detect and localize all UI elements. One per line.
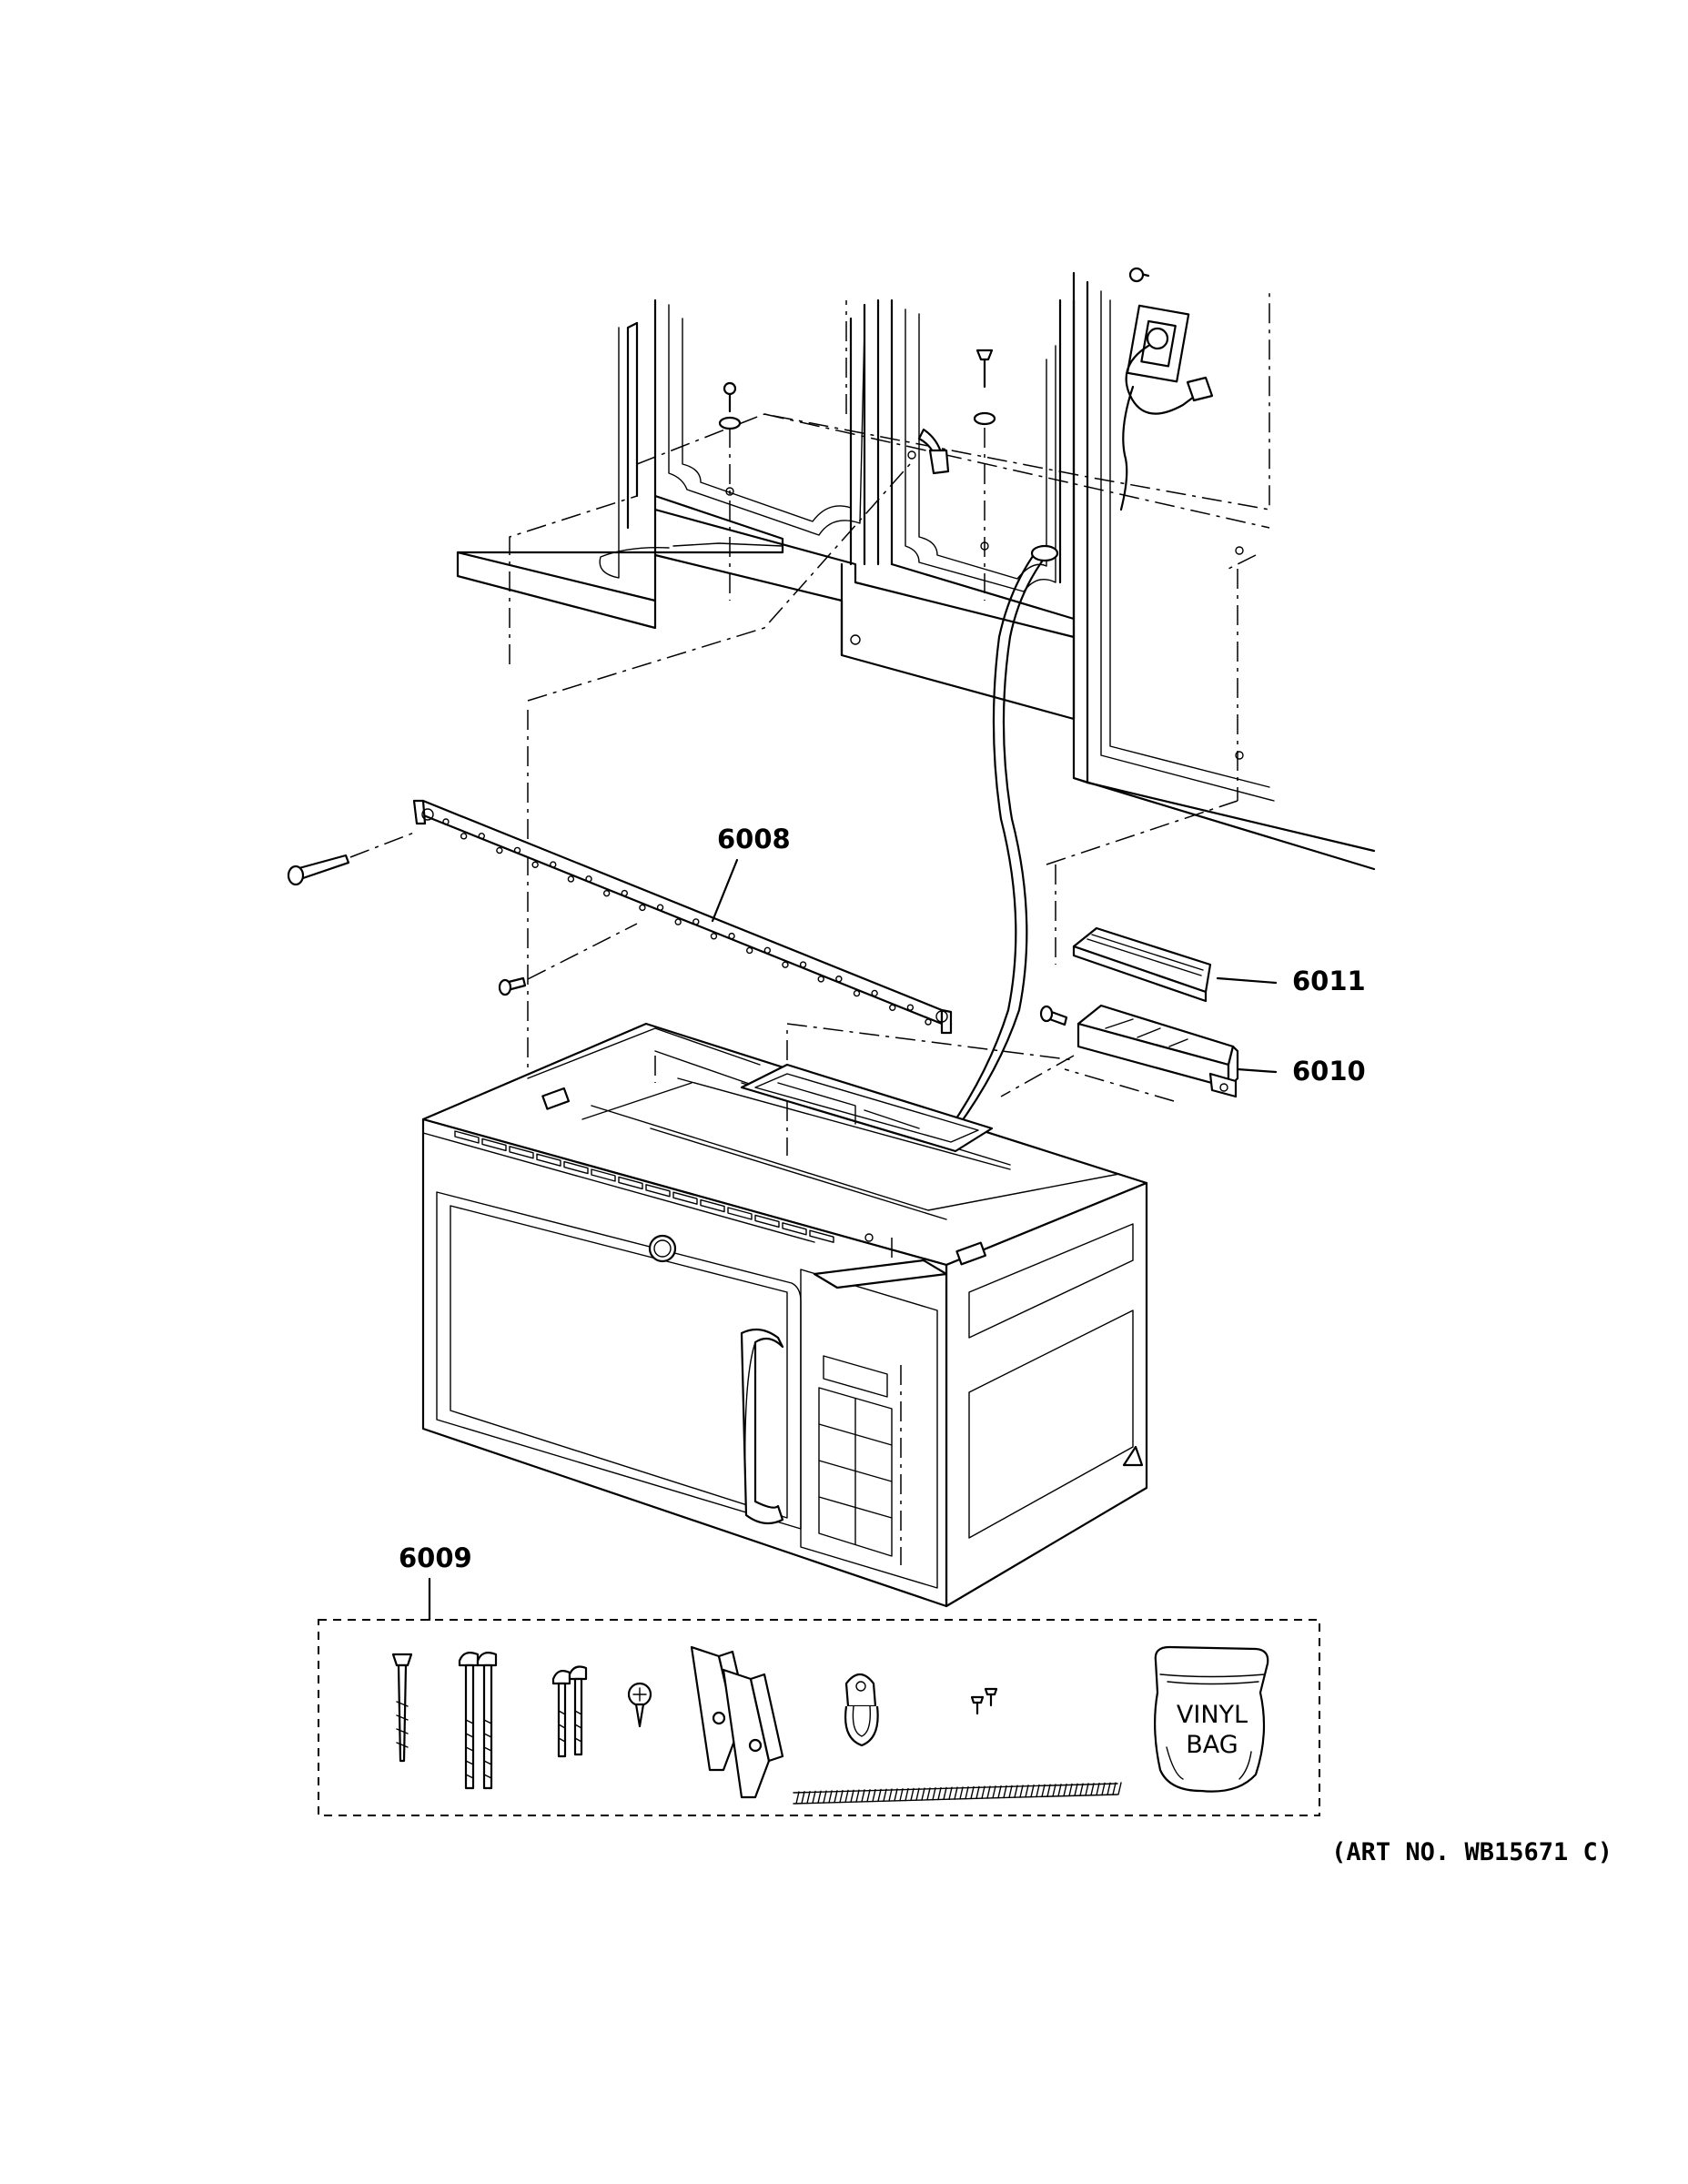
cabinet-screws bbox=[718, 349, 1244, 760]
callout-6011: 6011 bbox=[1292, 966, 1366, 996]
art-number: (ART NO. WB15671 C) bbox=[1331, 1838, 1612, 1866]
microwave-oven bbox=[421, 1022, 1148, 1608]
duct-box bbox=[1000, 1004, 1239, 1102]
power-cord bbox=[913, 544, 1059, 1176]
vinyl-bag-label-line1: VINYL bbox=[1177, 1701, 1248, 1729]
callouts: 6008 6011 6010 6009 bbox=[399, 824, 1366, 1573]
callout-6010: 6010 bbox=[1292, 1056, 1366, 1087]
wall-cabinets bbox=[456, 271, 1376, 1083]
mounting-plate bbox=[287, 799, 953, 1035]
duct-cover bbox=[1072, 926, 1212, 1003]
callout-6008: 6008 bbox=[717, 824, 791, 854]
hardware-kit: VINYL BAG bbox=[318, 1577, 1320, 1816]
callout-6009: 6009 bbox=[399, 1542, 472, 1573]
wall-outlet bbox=[1119, 267, 1214, 511]
vinyl-bag-label-line2: BAG bbox=[1186, 1731, 1238, 1759]
